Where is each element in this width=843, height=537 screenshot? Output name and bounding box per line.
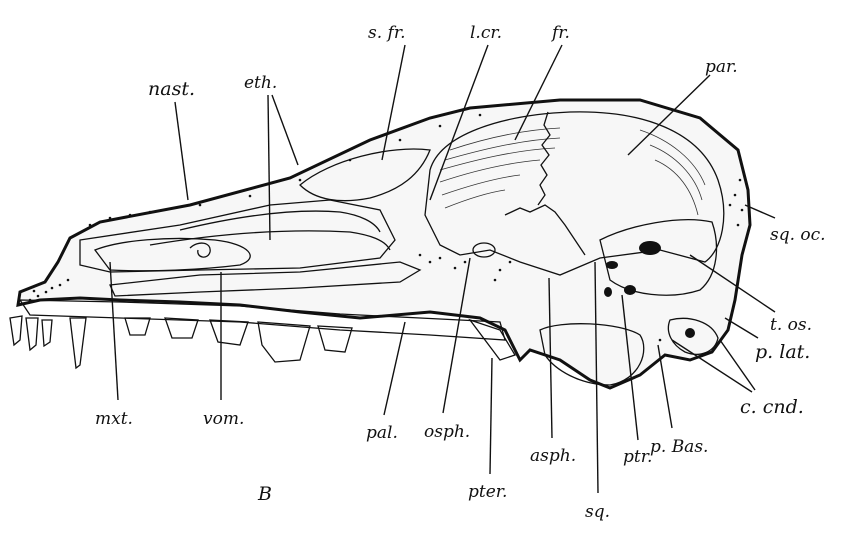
incisor-tooth — [10, 316, 22, 345]
incisor-tooth — [42, 320, 52, 346]
label-nast: nast. — [148, 78, 195, 100]
premolar-tooth — [125, 318, 150, 335]
leader-eth-b — [272, 95, 298, 165]
panel-letter: B — [257, 483, 272, 505]
label-sq: sq. — [585, 502, 610, 522]
label-plat: p. lat. — [755, 341, 810, 363]
label-vom: vom. — [203, 409, 244, 429]
label-sfr: s. fr. — [368, 23, 406, 43]
foramen-1 — [606, 261, 618, 269]
label-fr: fr. — [550, 23, 570, 43]
condyle-foramen — [685, 328, 695, 338]
label-lcr: l.cr. — [470, 23, 502, 43]
leader-nast — [175, 102, 188, 200]
upper-teeth — [10, 316, 352, 368]
label-eth: eth. — [244, 73, 277, 93]
label-sqoc: sq. oc. — [770, 225, 826, 245]
canine-tooth — [70, 318, 86, 368]
skull-drawing — [10, 100, 750, 388]
carnassial-tooth — [258, 322, 310, 362]
foramen-3 — [604, 287, 612, 297]
internal-auditory-meatus — [639, 241, 661, 255]
label-asph: asph. — [530, 446, 576, 466]
label-cond: c. cnd. — [740, 396, 804, 418]
label-par: par. — [705, 57, 738, 77]
label-ptr: ptr. — [623, 447, 652, 467]
premolar-tooth — [210, 320, 248, 345]
label-pal: pal. — [366, 423, 398, 443]
label-mxt: mxt. — [95, 409, 133, 429]
label-tos: t. os. — [770, 315, 812, 335]
label-osph: osph. — [424, 422, 470, 442]
leader-pter — [490, 358, 492, 474]
incisor-tooth — [26, 318, 38, 350]
label-pter: pter. — [468, 482, 507, 502]
foramen-2 — [624, 285, 636, 295]
label-pbas: p. Bas. — [650, 437, 708, 457]
leader-pal — [384, 322, 405, 415]
